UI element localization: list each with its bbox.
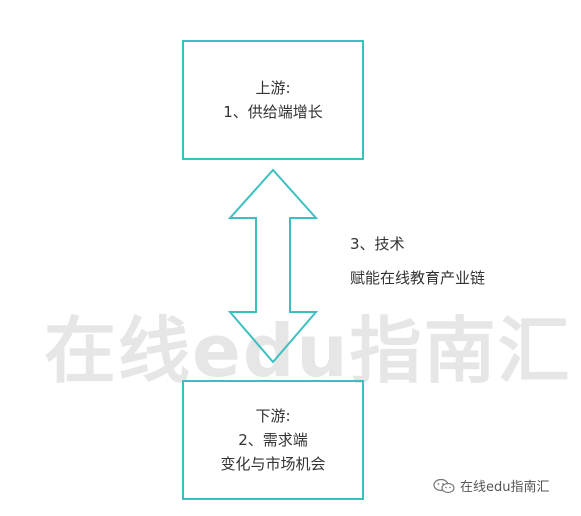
technology-detail: 赋能在线教育产业链 (350, 269, 486, 287)
source-attribution: 在线edu指南汇 (432, 476, 550, 495)
technology-note: 3、技术 赋能在线教育产业链 (350, 232, 485, 300)
downstream-item: 2、需求端 (238, 431, 308, 449)
downstream-detail: 变化与市场机会 (220, 455, 326, 473)
bidirectional-arrow (227, 168, 319, 364)
source-label: 在线edu指南汇 (460, 480, 550, 495)
upstream-box: 上游: 1、供给端增长 (182, 40, 364, 160)
upstream-item: 1、供给端增长 (223, 103, 323, 121)
technology-item: 3、技术 (350, 235, 405, 253)
downstream-box: 下游: 2、需求端 变化与市场机会 (182, 380, 364, 500)
wechat-icon (433, 478, 455, 493)
downstream-title: 下游: (255, 407, 291, 425)
upstream-title: 上游: (255, 79, 291, 97)
